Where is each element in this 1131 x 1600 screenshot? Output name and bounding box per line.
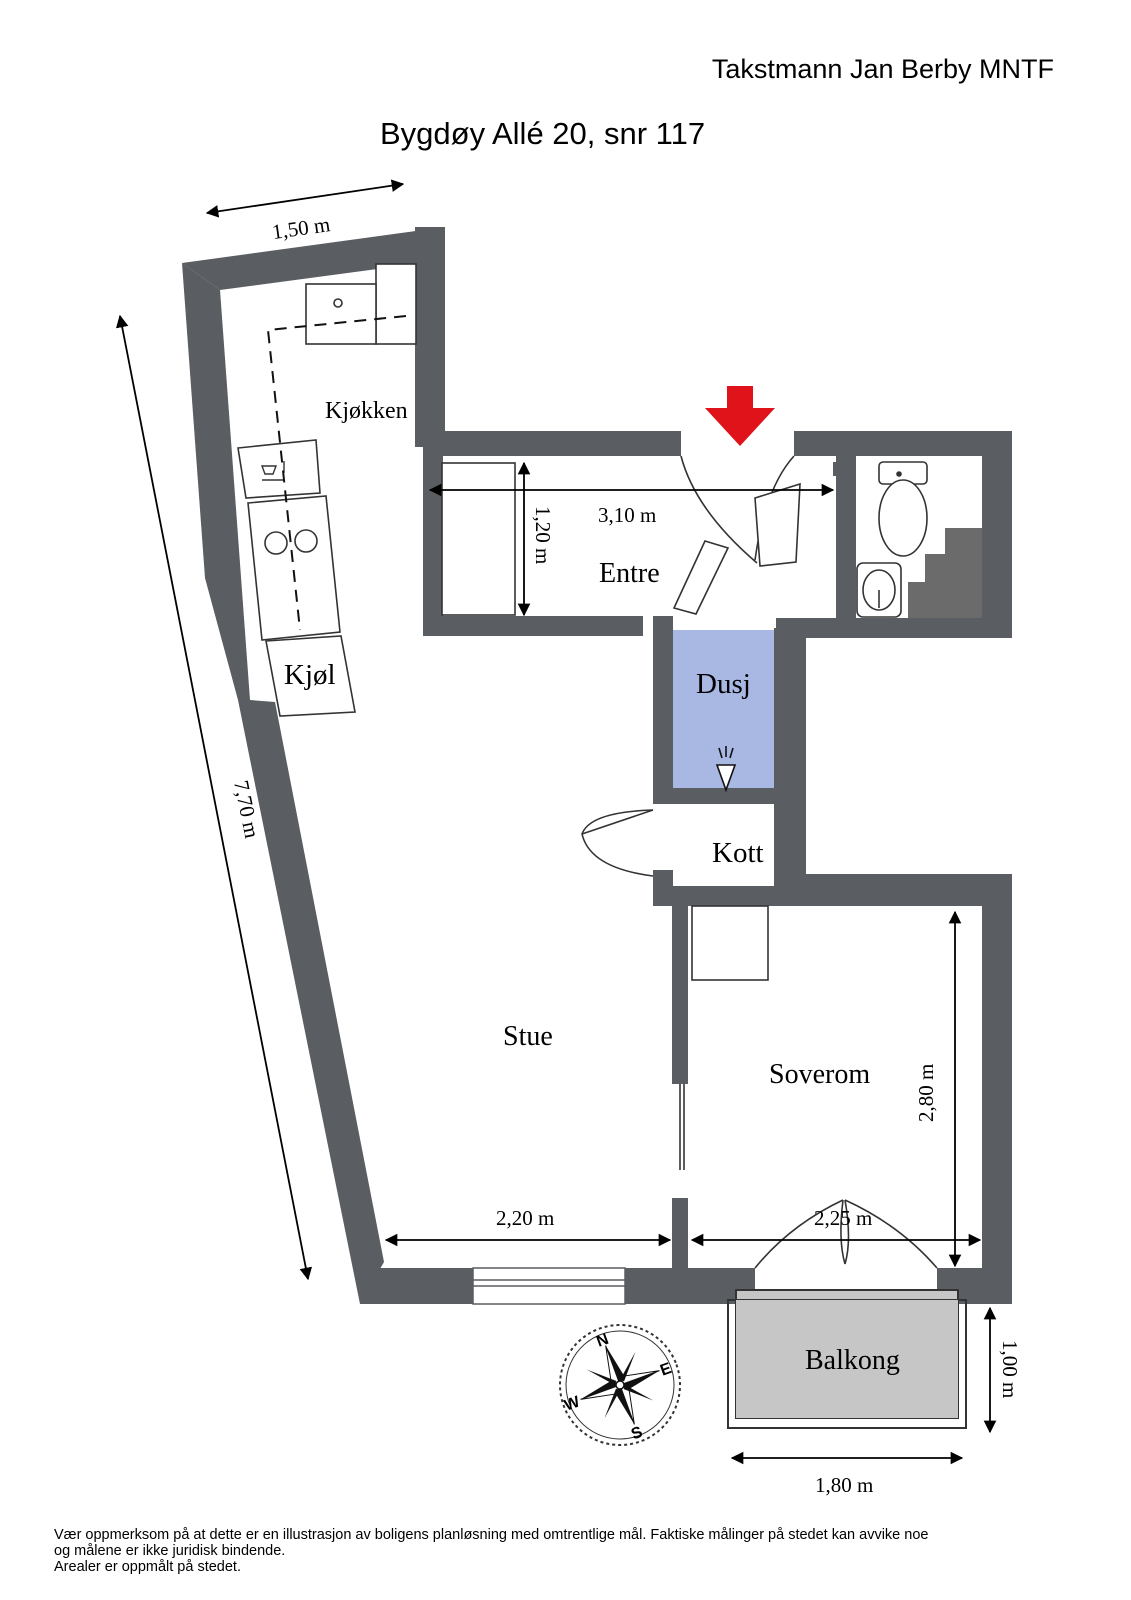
dimension-lines: [115, 179, 997, 1465]
stove: [247, 495, 341, 641]
dim-balcony-depth: 1,00 m: [998, 1340, 1022, 1398]
wall-closet-bottom: [653, 886, 806, 906]
wall-entry-left: [423, 431, 443, 636]
wall-bottom-middle: [625, 1268, 755, 1304]
property-address: Bygdøy Allé 20, snr 117: [380, 116, 706, 151]
company-name: Takstmann Jan Berby MNTF: [711, 54, 1054, 84]
shower-area: [673, 630, 774, 788]
wall-bottom-left: [360, 1268, 473, 1304]
wall-kitchen-top: [182, 227, 445, 290]
disclaimer-line-3: Arealer er oppmålt på stedet.: [54, 1559, 241, 1575]
sliding-door: [679, 1084, 685, 1170]
room-closet: Kott: [712, 837, 764, 869]
wall-bedroom-top: [774, 874, 1012, 906]
wc-step: [833, 462, 847, 476]
wardrobe: [441, 462, 516, 616]
sink: [305, 283, 377, 345]
dim-bedroom-width: 2,25 m: [814, 1206, 872, 1230]
shower-head-icon: [715, 746, 737, 793]
kitchen-counter: [237, 263, 417, 717]
toilet-bowl: [878, 479, 928, 557]
room-living: Stue: [503, 1021, 553, 1052]
entrance-door: [672, 455, 801, 615]
dim-bedroom-depth: 2,80 m: [914, 1064, 938, 1122]
wall-partition-upper: [672, 904, 688, 1084]
compass-w: W: [562, 1393, 583, 1414]
compass-icon: N E S W: [559, 1324, 681, 1446]
wall-entry-bottom: [423, 616, 643, 636]
room-balcony: Balkong: [805, 1345, 900, 1376]
dim-living-width: 2,20 m: [496, 1206, 554, 1230]
walls: [182, 227, 1012, 1304]
wall-wc-bottom: [776, 618, 1012, 638]
dim-entry-width: 3,10 m: [598, 503, 656, 527]
shaft: [908, 528, 982, 618]
closet-door: [581, 809, 654, 877]
bedroom-wardrobe: [691, 905, 769, 981]
disclaimer-line-1: Vær oppmerksom på at dette er en illustr…: [54, 1527, 929, 1543]
counter-left: [237, 439, 321, 499]
wall-entry-top-left: [423, 431, 681, 456]
entrance-arrow-icon: [705, 386, 775, 446]
disclaimer: Vær oppmerksom på at dette er en illustr…: [54, 1527, 1124, 1575]
wall-shower-left: [653, 616, 673, 798]
room-entry: Entre: [599, 558, 660, 589]
disclaimer-line-2: og målene er ikke juridisk bindende.: [54, 1543, 286, 1559]
burner-2: [294, 529, 318, 553]
window: [472, 1267, 626, 1305]
wall-entry-top-right: [794, 431, 1012, 456]
room-bedroom: Soverom: [769, 1059, 870, 1090]
upper-cabinet: [375, 263, 417, 345]
wall-partition-lower: [672, 1198, 688, 1278]
kitchen-dashes: [266, 315, 407, 631]
wall-shower-closet: [653, 788, 806, 804]
wall-bedroom-right: [982, 874, 1012, 1304]
burner-1: [264, 531, 288, 555]
dim-entry-depth: 1,20 m: [531, 506, 555, 564]
room-fridge: Kjøl: [284, 659, 336, 691]
room-shower: Dusj: [696, 668, 751, 700]
dim-balcony-width: 1,80 m: [815, 1473, 873, 1497]
wall-wc-right: [982, 431, 1012, 636]
wall-wc-left: [836, 456, 856, 620]
room-kitchen: Kjøkken: [325, 398, 408, 424]
compass-n: N: [594, 1331, 611, 1351]
drain: [333, 298, 343, 308]
wc-fixtures: [856, 461, 928, 618]
wall-kitchen-right: [415, 227, 445, 447]
dim-kitchen-width: 1,50 m: [270, 212, 331, 244]
wall-shower-right: [774, 628, 806, 894]
